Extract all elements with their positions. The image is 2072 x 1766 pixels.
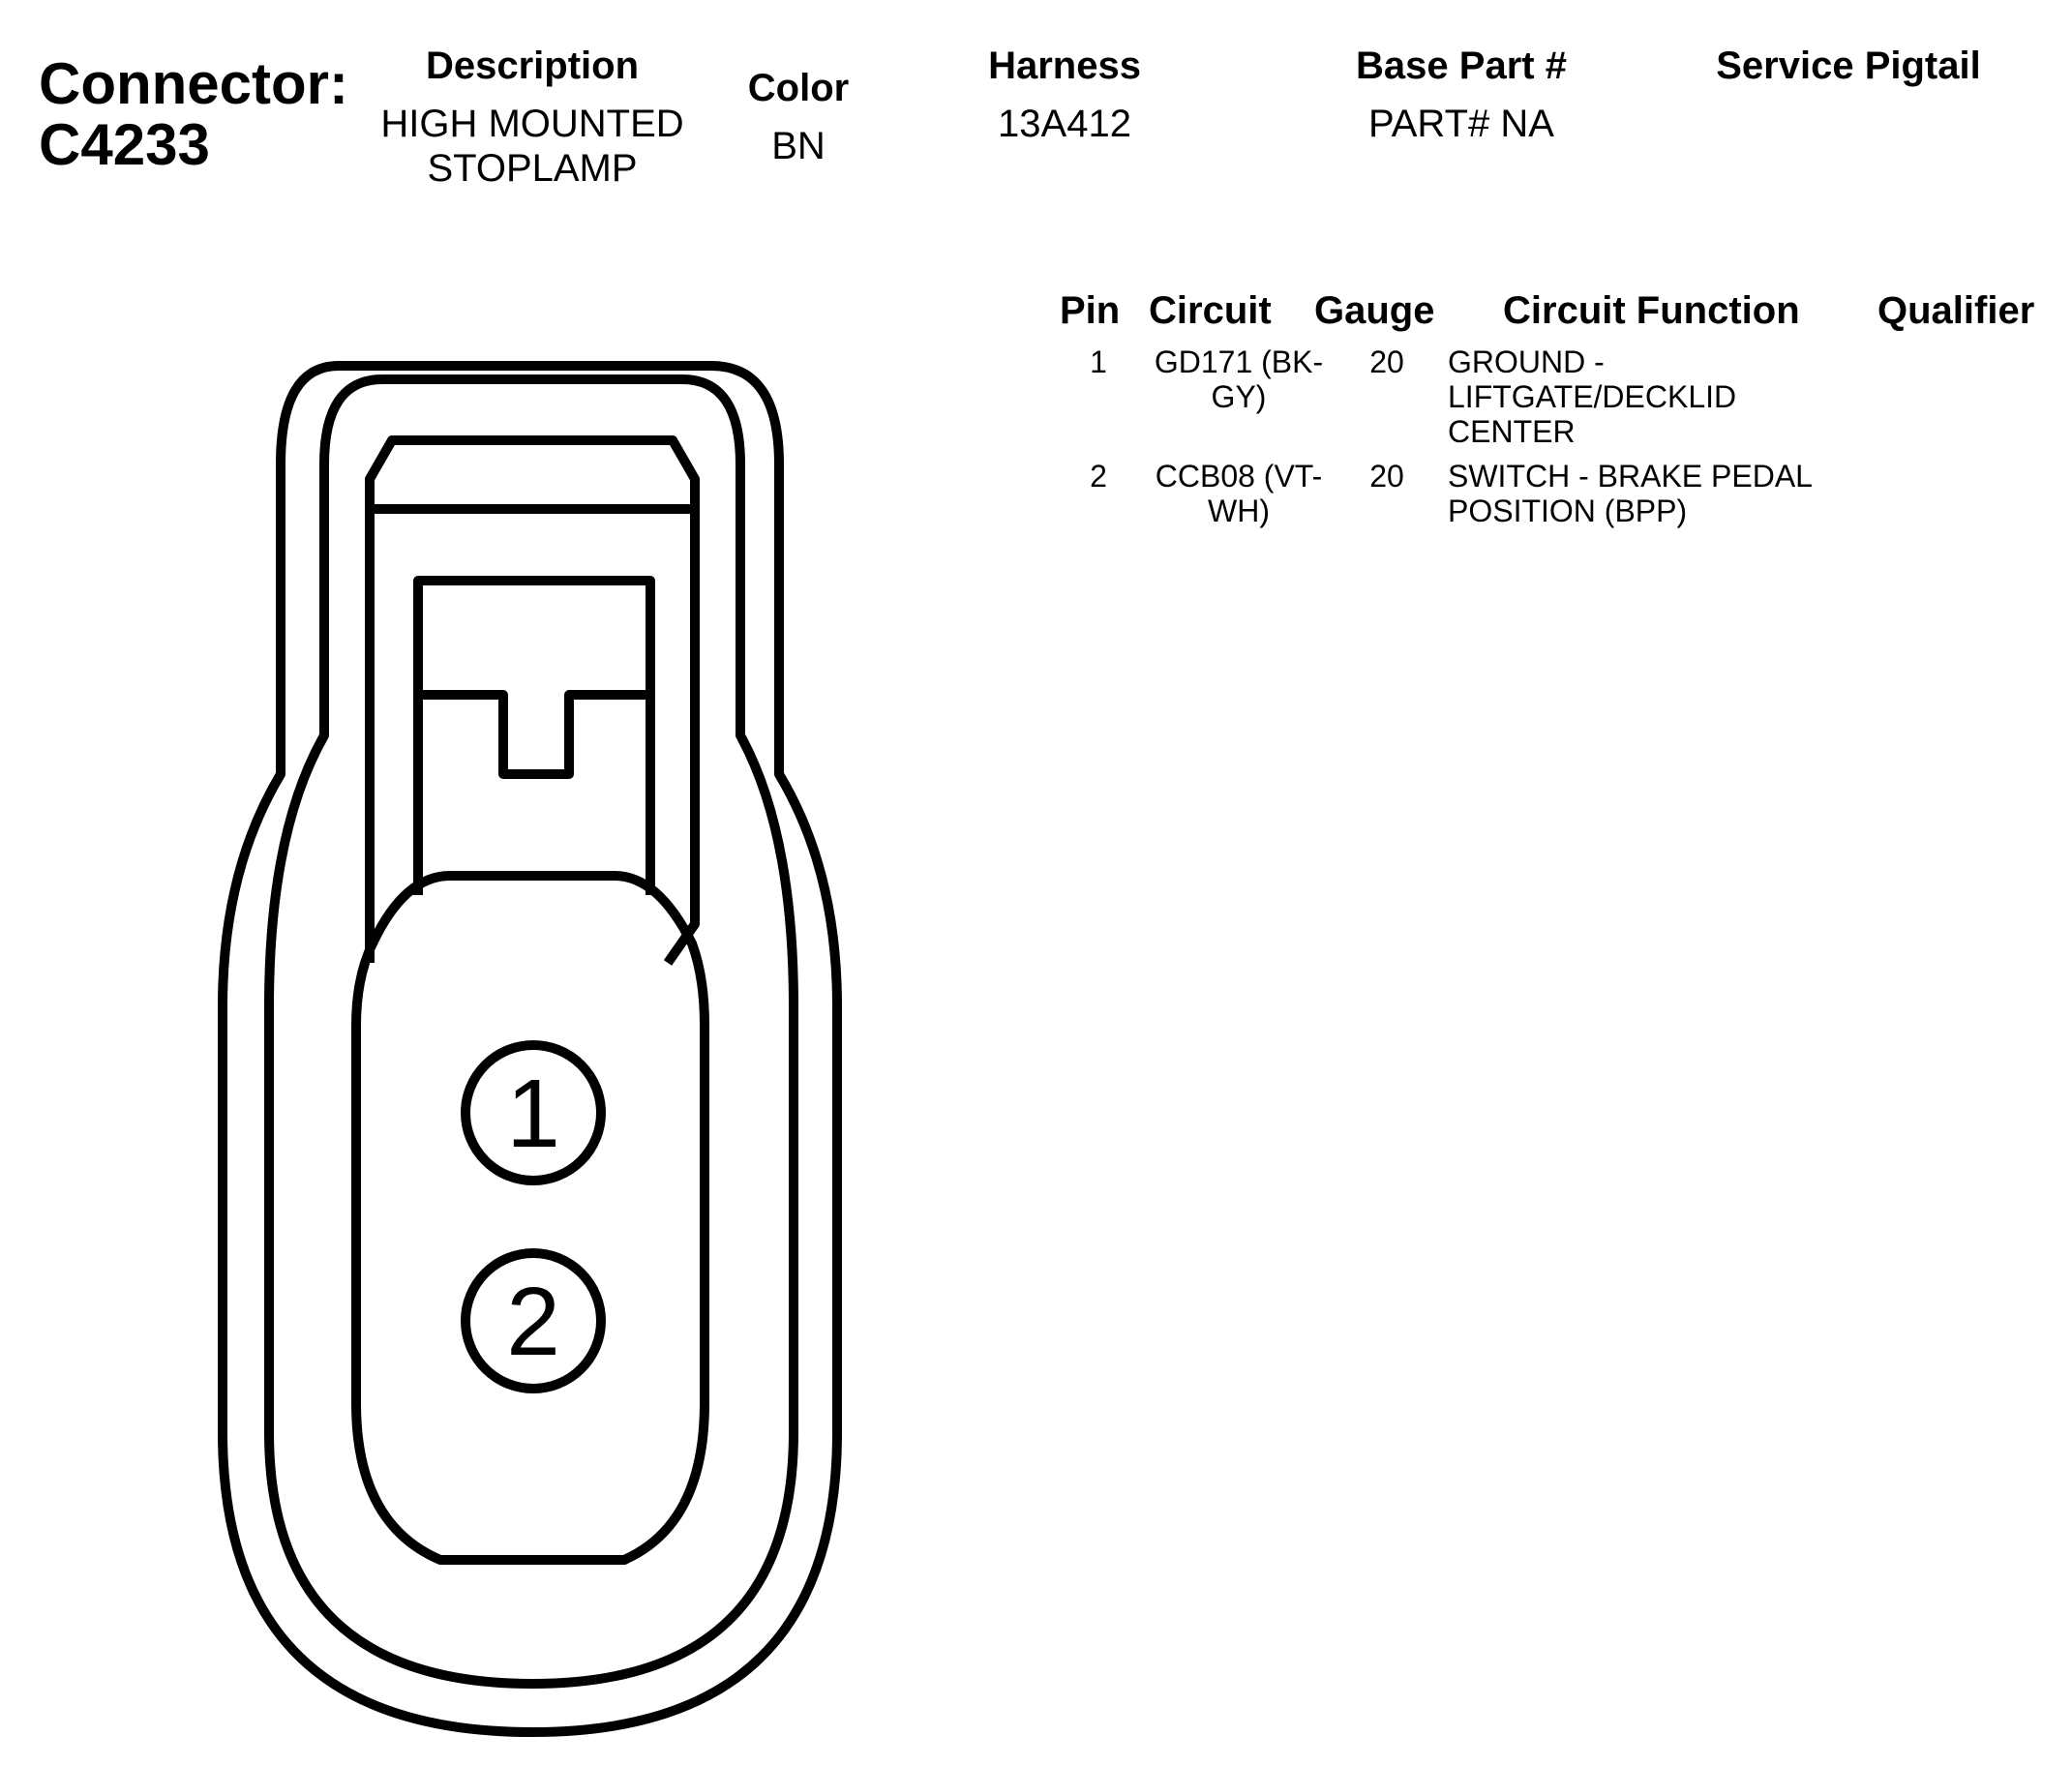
inner-shell — [264, 374, 798, 1689]
gauge-cell: 20 — [1369, 459, 1404, 494]
pin-table: Pin Circuit Gauge Circuit Function Quali… — [1040, 288, 2057, 869]
function-line: GROUND - — [1448, 344, 1605, 379]
circuit-cell: CCB08 (VT- WH) — [1127, 459, 1350, 528]
description-title: Description — [425, 45, 640, 87]
pin-1-circle — [461, 1040, 606, 1185]
harness-title: Harness — [988, 45, 1141, 87]
harness-value: 13A412 — [998, 103, 1131, 145]
function-line: SWITCH - BRAKE PEDAL — [1448, 459, 1813, 494]
description-column: Description HIGH MOUNTED STOPLAMP — [358, 44, 706, 191]
connector-id: C4233 — [39, 112, 210, 177]
latch-tab — [413, 576, 655, 895]
column-header-pin: Pin — [1060, 289, 1121, 332]
circuit-line: CCB08 (VT- — [1155, 459, 1323, 494]
base-part-value: PART# NA — [1368, 103, 1554, 145]
pin-cavity — [351, 871, 709, 1565]
circuit-line: WH) — [1208, 494, 1270, 528]
harness-column: Harness 13A412 — [929, 44, 1200, 146]
pin-2-circle — [461, 1248, 606, 1393]
pin-1-label: 1 — [506, 1060, 560, 1168]
function-line: CENTER — [1448, 414, 1576, 449]
service-pigtail-column: Service Pigtail — [1684, 44, 2013, 102]
column-header-circuit-function: Circuit Function — [1503, 289, 1800, 332]
circuit-line: GY) — [1211, 379, 1267, 414]
service-pigtail-title: Service Pigtail — [1716, 45, 1981, 87]
function-line: POSITION (BPP) — [1448, 494, 1688, 528]
connector-label: Connector: — [39, 51, 348, 116]
pin-cell: 2 — [1090, 459, 1107, 494]
color-value: BN — [771, 125, 826, 167]
pin-2-label: 2 — [506, 1268, 560, 1376]
latch-tab-notch — [418, 690, 650, 779]
color-title: Color — [747, 67, 850, 109]
function-line: LIFTGATE/DECKLID — [1448, 379, 1737, 414]
outer-shell — [218, 361, 842, 1737]
pin-cell: 1 — [1090, 344, 1107, 379]
circuit-cell: GD171 (BK- GY) — [1127, 344, 1350, 414]
gauge-cell: 20 — [1369, 344, 1404, 379]
circuit-function-cell: GROUND - LIFTGATE/DECKLID CENTER — [1448, 344, 1854, 449]
color-column: Color BN — [721, 66, 876, 168]
description-line-2: STOPLAMP — [427, 147, 638, 190]
column-header-circuit: Circuit — [1149, 289, 1272, 332]
description-line-1: HIGH MOUNTED — [380, 103, 684, 145]
base-part-column: Base Part # PART# NA — [1297, 44, 1626, 146]
circuit-function-cell: SWITCH - BRAKE PEDAL POSITION (BPP) — [1448, 459, 1854, 528]
column-header-gauge: Gauge — [1314, 289, 1435, 332]
base-part-title: Base Part # — [1356, 45, 1567, 87]
connector-outline — [218, 361, 842, 1737]
circuit-line: GD171 (BK- — [1154, 344, 1324, 379]
column-header-qualifier: Qualifier — [1877, 289, 2035, 332]
latch-housing — [365, 435, 700, 966]
